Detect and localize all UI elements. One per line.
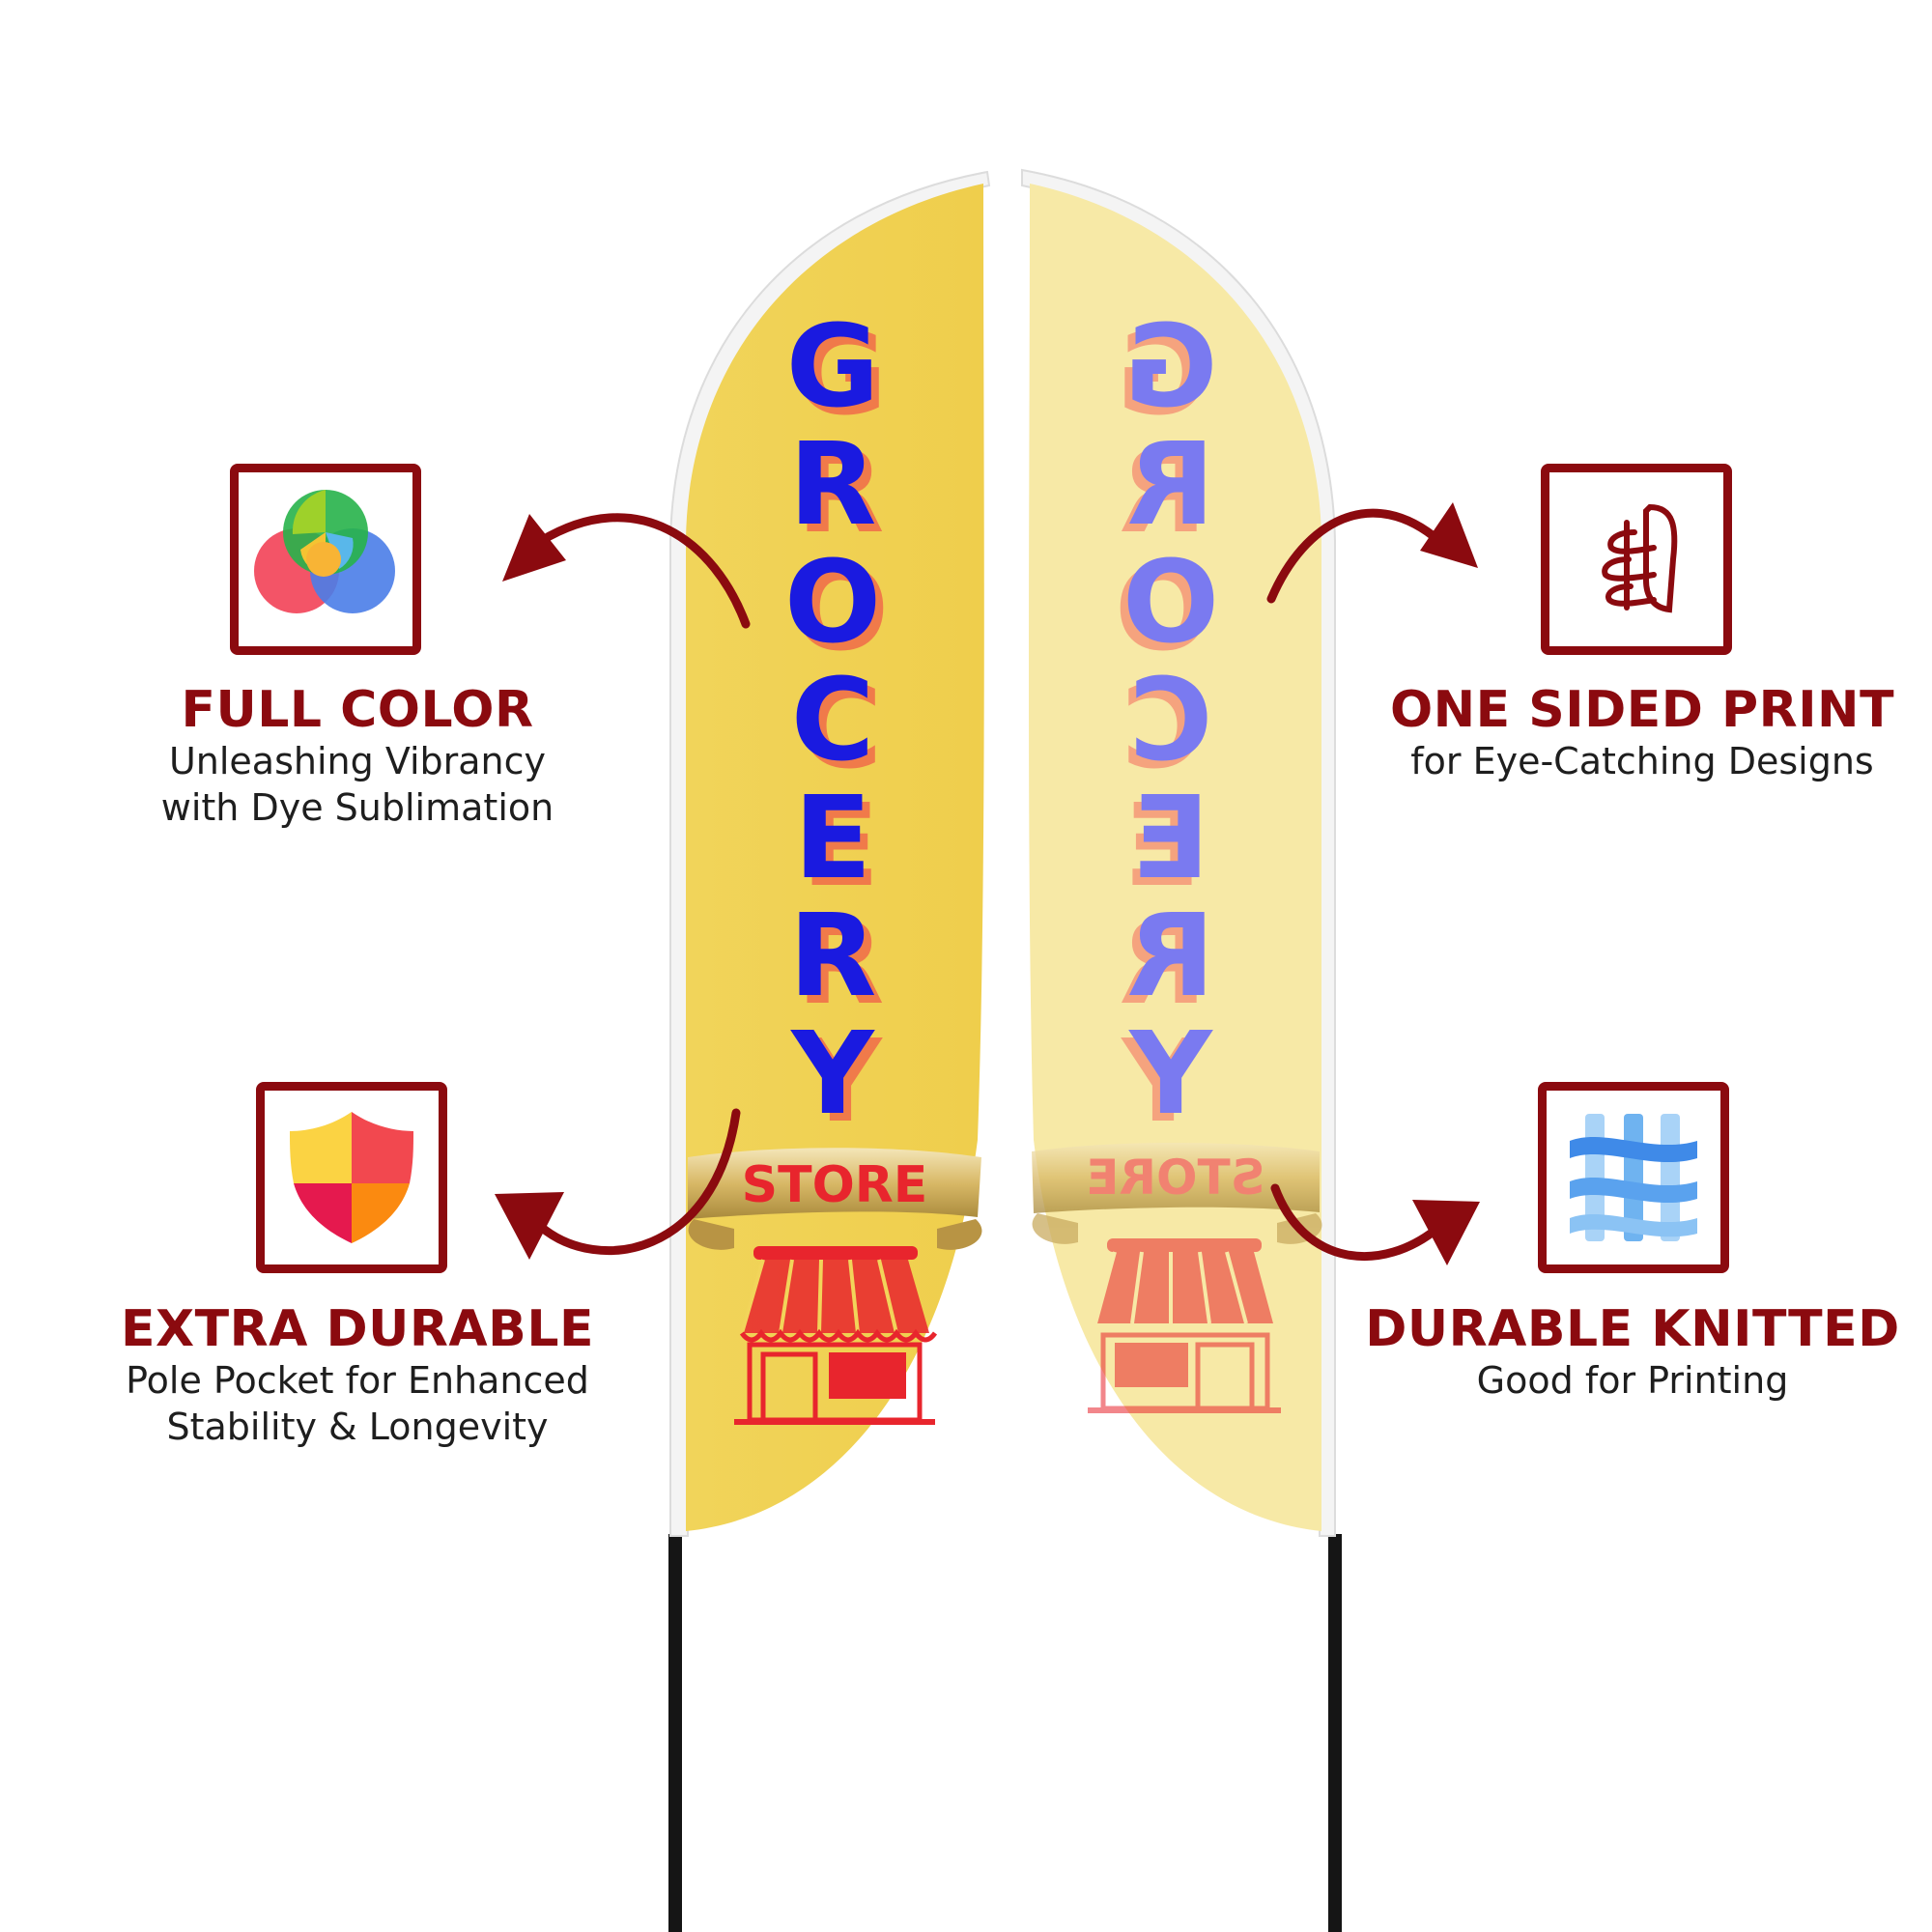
feature-extra-durable: EXTRA DURABLE Pole Pocket for Enhanced S… (58, 1301, 657, 1450)
arrow-to-durable (536, 1108, 741, 1256)
front-letter-r: R (789, 417, 877, 551)
back-letter-o: O (1122, 535, 1219, 668)
back-letter-shadow-o: O (1115, 543, 1211, 676)
front-letter-shadow-g: G (794, 307, 888, 440)
front-letter-shadow-r: R (797, 425, 885, 558)
arrow-to-one-sided (1266, 508, 1444, 604)
front-letter-r2: R (789, 889, 877, 1022)
front-store-text: STORE (742, 1156, 928, 1214)
back-letter-r: R (1127, 417, 1215, 551)
full-color-icon-box (230, 464, 421, 655)
knit-fabric-icon (1570, 1114, 1697, 1241)
front-letter-shadow-e: E (802, 779, 880, 912)
feature-title: DURABLE KNITTED (1365, 1300, 1900, 1358)
front-letter-e: E (794, 771, 872, 904)
front-store-banner: STORE (688, 1148, 982, 1250)
back-letter-shadow-r: R (1120, 425, 1208, 558)
front-storefront-icon (734, 1246, 938, 1425)
feature-title: ONE SIDED PRINT (1389, 681, 1895, 739)
back-letter-e: E (1132, 771, 1210, 904)
arrowhead-durable (495, 1192, 564, 1260)
right-pole-base (1328, 1534, 1342, 1932)
back-letter-shadow-y: Y (1121, 1014, 1207, 1148)
back-flag-letters: G R O C E R Y G R O C E R Y (1115, 299, 1219, 1148)
feature-title: FULL COLOR (181, 681, 534, 739)
front-letter-y: Y (789, 1007, 875, 1140)
front-letter-shadow-y: Y (797, 1014, 883, 1148)
front-letter-shadow-r2: R (797, 896, 885, 1030)
arrows (536, 508, 1444, 1261)
arrowhead-knitted (1412, 1200, 1480, 1265)
back-letter-c: C (1129, 653, 1213, 786)
feature-durable-knitted: DURABLE KNITTED Good for Printing (1343, 1301, 1922, 1404)
front-letter-g: G (786, 299, 880, 433)
front-flag: G R O C E R Y G R O C E R Y STOR (669, 170, 991, 1537)
back-store-banner: STORE (1032, 1143, 1322, 1244)
feature-desc-line2: Stability & Longevity (166, 1406, 549, 1448)
feature-one-sided-print: ONE SIDED PRINT for Eye-Catching Designs (1333, 682, 1932, 784)
shield-icon (290, 1112, 413, 1243)
back-letter-shadow-c: C (1122, 661, 1206, 794)
front-letter-o: O (784, 535, 881, 668)
back-letter-r2: R (1127, 889, 1215, 1022)
feature-desc-line1: Good for Printing (1476, 1359, 1789, 1402)
back-store-text: STORE (1086, 1150, 1264, 1206)
arrow-to-knitted (1270, 1183, 1444, 1261)
arrowhead-full-color (502, 514, 566, 582)
left-pole-base (668, 1534, 682, 1932)
back-storefront-icon (1088, 1238, 1281, 1413)
arrow-to-full-color (536, 513, 751, 629)
extra-durable-icon-box (256, 1082, 447, 1273)
durable-knitted-icon-box (1538, 1082, 1729, 1273)
feature-full-color: FULL COLOR Unleashing Vibrancy with Dye … (68, 682, 647, 831)
pole-sleeve-icon (1602, 503, 1678, 613)
arrowheads (495, 502, 1480, 1265)
color-wheel-icon (254, 490, 395, 613)
front-flag-letters: G R O C E R Y G R O C E R Y (784, 299, 889, 1148)
back-letter-shadow-r2: R (1120, 896, 1208, 1030)
feature-desc-line1: Pole Pocket for Enhanced (126, 1359, 589, 1402)
feature-title: EXTRA DURABLE (121, 1300, 594, 1358)
front-letter-shadow-c: C (799, 661, 883, 794)
back-letter-shadow-g: G (1117, 307, 1210, 440)
back-letter-g: G (1124, 299, 1218, 433)
front-letter-shadow-o: O (792, 543, 889, 676)
feature-desc-line1: for Eye-Catching Designs (1410, 740, 1874, 782)
back-flag: G R O C E R Y G R O C E R Y (1021, 168, 1336, 1537)
feature-desc-line2: with Dye Sublimation (160, 786, 554, 829)
back-letter-y: Y (1128, 1007, 1214, 1140)
arrowhead-one-sided (1420, 502, 1478, 568)
back-letter-shadow-e: E (1124, 779, 1203, 912)
feature-desc-line1: Unleashing Vibrancy (168, 740, 547, 782)
one-sided-icon-box (1541, 464, 1732, 655)
front-letter-c: C (791, 653, 875, 786)
